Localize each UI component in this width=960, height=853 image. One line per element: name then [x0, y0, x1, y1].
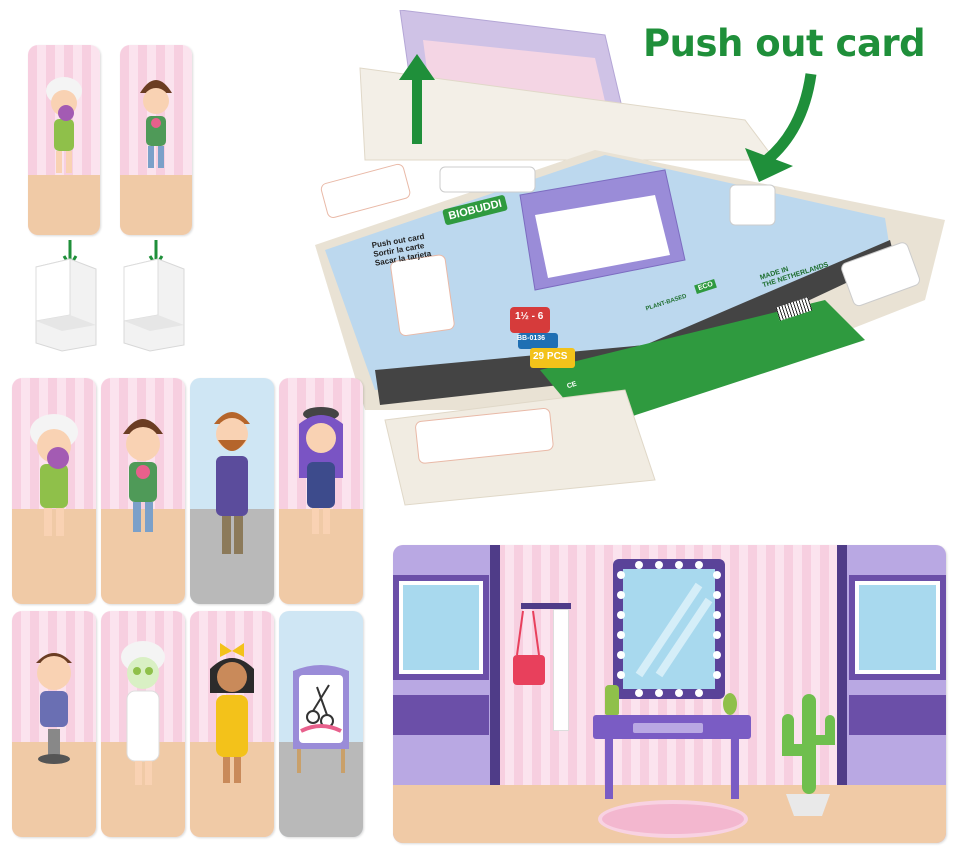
salon-background-scene: [393, 545, 946, 843]
bearded-man-figure: [214, 412, 250, 554]
character-card-boy-haircut: [12, 611, 96, 837]
round-rug: [598, 800, 748, 838]
character-card-towel-girl: [12, 378, 96, 604]
standing-card-boy-toothbrush: [120, 45, 192, 235]
face-mask-woman-figure: [121, 641, 165, 785]
boy-brushing-teeth-figure: [140, 80, 172, 168]
girl-with-towel-figure: [46, 77, 82, 173]
handbag-icon: [513, 610, 545, 685]
pieces-count: 29 PCS: [533, 351, 568, 362]
pointing-arrow-icon: [745, 73, 817, 182]
headline-push-out-card: Push out card: [643, 22, 926, 65]
mirror-icon: [613, 559, 725, 699]
character-card-boy-toothbrush: [101, 378, 185, 604]
character-card-salon-sign: [279, 611, 363, 837]
girl-yellow-bow-figure: [210, 643, 254, 783]
character-card-purple-hair-girl: [279, 378, 363, 604]
character-card-face-mask-woman: [101, 611, 185, 837]
age-label: 1½ - 6: [515, 311, 544, 322]
cactus-icon: [782, 694, 835, 816]
up-arrow-icon: [399, 54, 435, 144]
character-card-girl-yellow-bow: [190, 611, 274, 837]
puzzle-box-flat: BIOBUDDI Push out card Sortir la carte S…: [305, 10, 960, 510]
boy-toothbrush-figure: [123, 419, 163, 532]
standing-card-towel-girl: [28, 45, 100, 235]
card-stand: [35, 258, 97, 352]
item-code: BB-0136: [517, 335, 546, 342]
boy-haircut-figure: [36, 653, 72, 764]
hanging-towel: [553, 609, 569, 731]
scissors-comb-icon: [293, 665, 349, 773]
girl-towel-figure: [30, 414, 78, 536]
character-card-bearded-man: [190, 378, 274, 604]
card-stand: [123, 258, 185, 352]
purple-hair-girl-figure: [299, 407, 343, 534]
